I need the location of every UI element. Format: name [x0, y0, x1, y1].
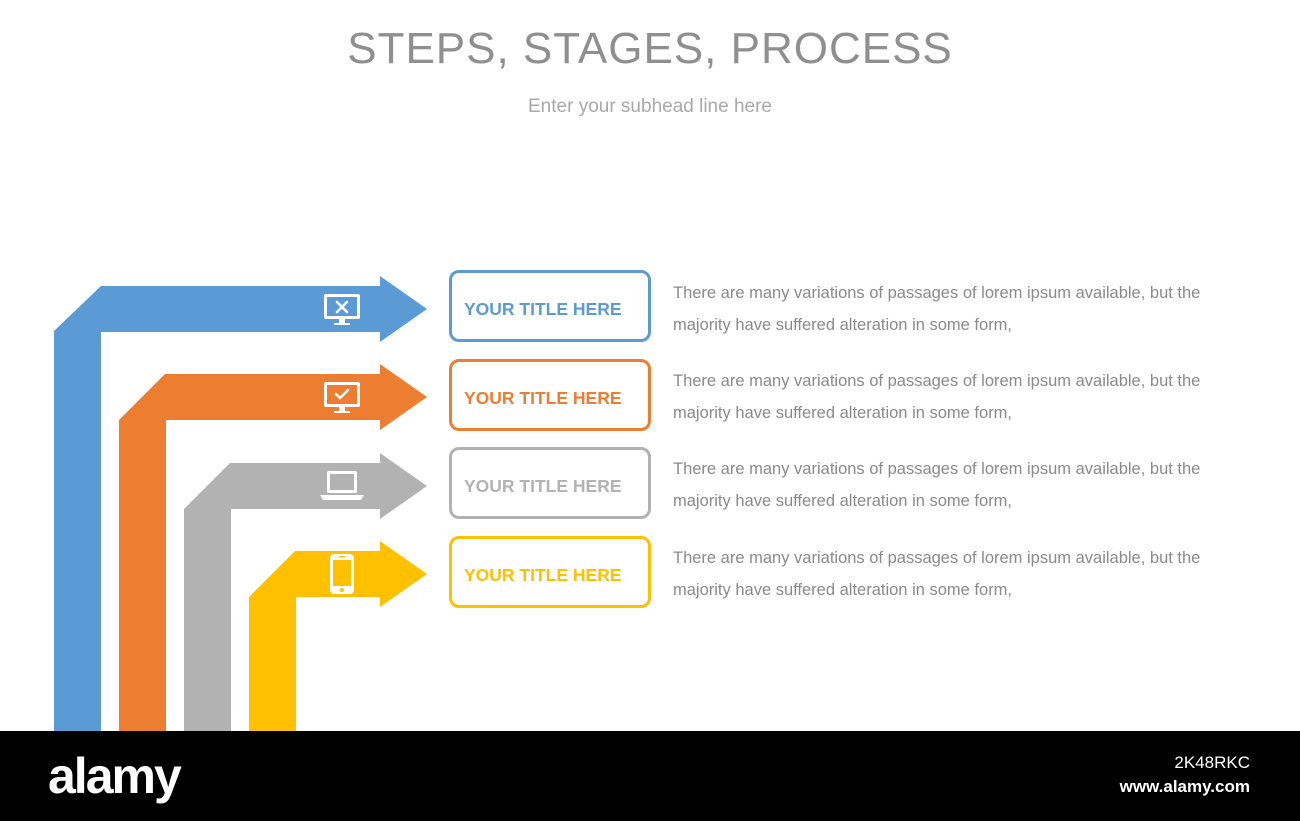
step-3-arrow [184, 453, 427, 731]
page-title: STEPS, STAGES, PROCESS [347, 24, 953, 73]
watermark-url: www.alamy.com [1119, 777, 1250, 796]
step-1-arrow [54, 276, 427, 731]
process-arrows [54, 276, 427, 731]
step-2-description: There are many variations of passages of… [673, 372, 1201, 422]
step-1-title: YOUR TITLE HERE [464, 299, 622, 319]
step-2-title-box: YOUR TITLE HERE [449, 359, 651, 431]
step-4-title: YOUR TITLE HERE [464, 565, 622, 585]
step-1-title-box: YOUR TITLE HERE [449, 270, 651, 342]
smartphone-icon [330, 554, 354, 594]
watermark-image-id: 2K48RKC [1174, 753, 1250, 772]
page-subtitle: Enter your subhead line here [528, 96, 772, 117]
step-1-description: There are many variations of passages of… [673, 284, 1201, 334]
step-4-title-box: YOUR TITLE HERE [449, 536, 651, 608]
watermark-logo: alamy [48, 748, 182, 804]
step-3-description: There are many variations of passages of… [673, 460, 1201, 510]
monitor-check-icon [324, 382, 360, 413]
step-3-title-box: YOUR TITLE HERE [449, 447, 651, 519]
step-3-title: YOUR TITLE HERE [464, 476, 622, 496]
monitor-x-icon [324, 294, 360, 325]
laptop-icon [320, 471, 364, 500]
step-2-arrow [119, 364, 427, 731]
step-4-arrow [249, 541, 427, 731]
step-2-title: YOUR TITLE HERE [464, 388, 622, 408]
watermark-footer: alamy 2K48RKC www.alamy.com [0, 731, 1300, 821]
step-4-description: There are many variations of passages of… [673, 549, 1201, 599]
